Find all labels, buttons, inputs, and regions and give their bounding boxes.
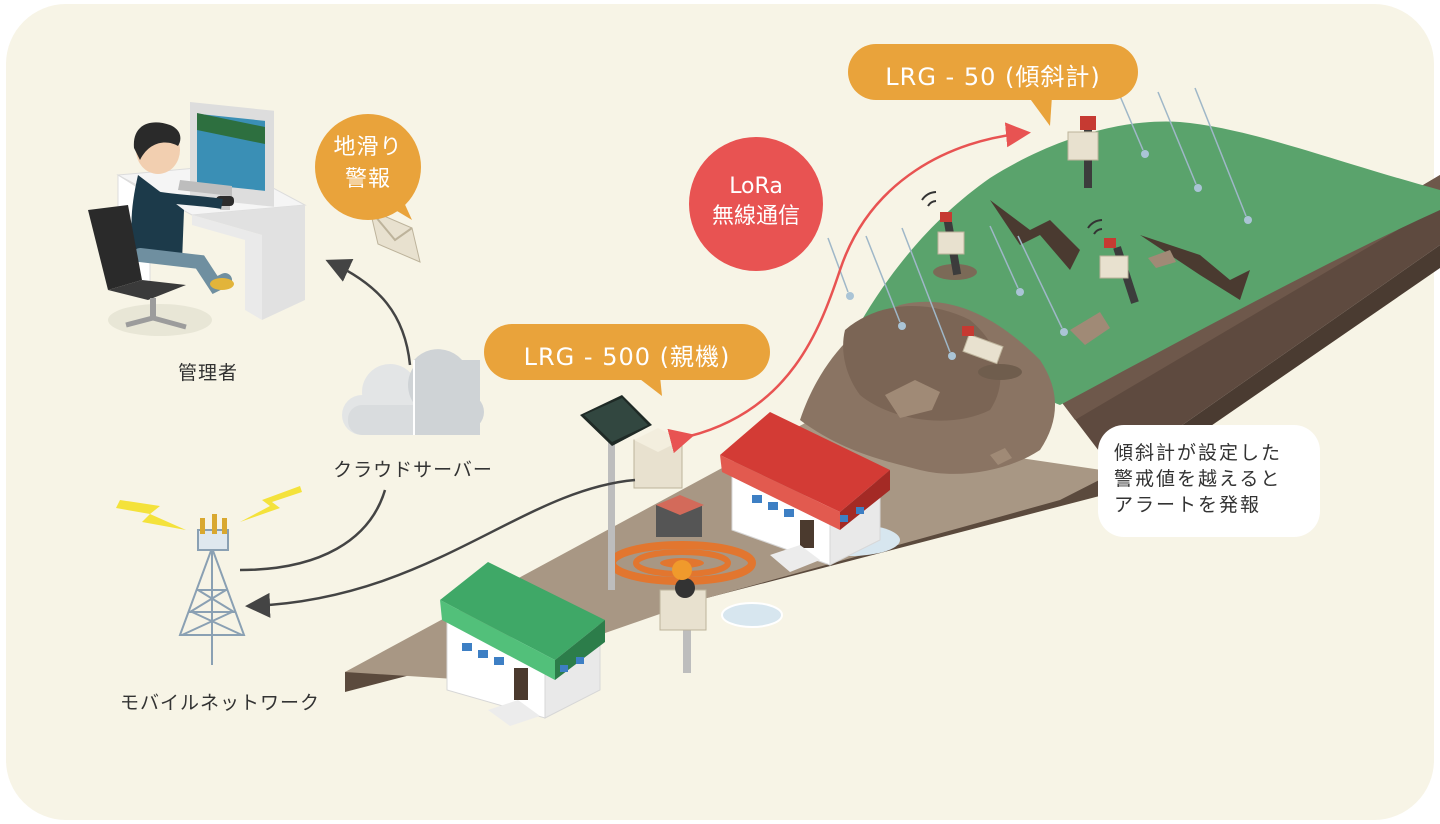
lrg500-label: LRG - 500 (親機) <box>523 343 731 371</box>
admin-label: 管理者 <box>177 362 238 384</box>
landslide-alert-bubble <box>315 114 421 220</box>
alert-note: 傾斜計が設定した 警戒値を越えると アラートを発報 <box>1114 440 1314 518</box>
landslide-alert-line-2: 警報 <box>344 167 391 192</box>
lora-text: LoRa 無線通信 <box>690 172 822 232</box>
cloud-icon <box>342 349 484 435</box>
alert-note-line-1: 傾斜計が設定した <box>1114 442 1283 464</box>
base-to-tower-arrow <box>245 478 636 618</box>
house-red-roof <box>720 412 900 572</box>
tilt-sensor <box>1099 238 1139 304</box>
landslide-alert-line-1: 地滑り <box>333 135 403 160</box>
signal-wave-icon <box>921 191 1103 235</box>
lrg50-callout <box>848 44 1138 126</box>
cell-tower <box>178 514 246 665</box>
lora-line-2: 無線通信 <box>711 204 800 229</box>
lora-link-arrow <box>667 122 1031 454</box>
connection-arrows <box>239 122 1031 618</box>
note-box <box>1098 425 1320 537</box>
cloud-server-label: クラウドサーバー <box>333 459 493 481</box>
alert-note-line-3: アラートを発報 <box>1114 494 1262 516</box>
signal-bolt-icon <box>116 486 302 530</box>
mail-envelope-icon <box>369 209 421 263</box>
house-green-roof <box>440 562 605 726</box>
puddle <box>721 602 783 628</box>
lrg50-label: LRG - 50 (傾斜計) <box>885 63 1101 91</box>
mobile-network-label: モバイルネットワーク <box>119 692 320 714</box>
cloud-to-admin-arrow <box>325 259 412 366</box>
alert-note-line-2: 警戒値を越えると <box>1114 468 1282 490</box>
lora-line-1: LoRa <box>729 174 783 199</box>
tower-to-cloud-link <box>239 489 387 572</box>
admin-workstation <box>88 101 307 336</box>
tilt-sensor <box>1067 116 1099 188</box>
landslide-alert-text: 地滑り 警報 <box>318 132 418 196</box>
